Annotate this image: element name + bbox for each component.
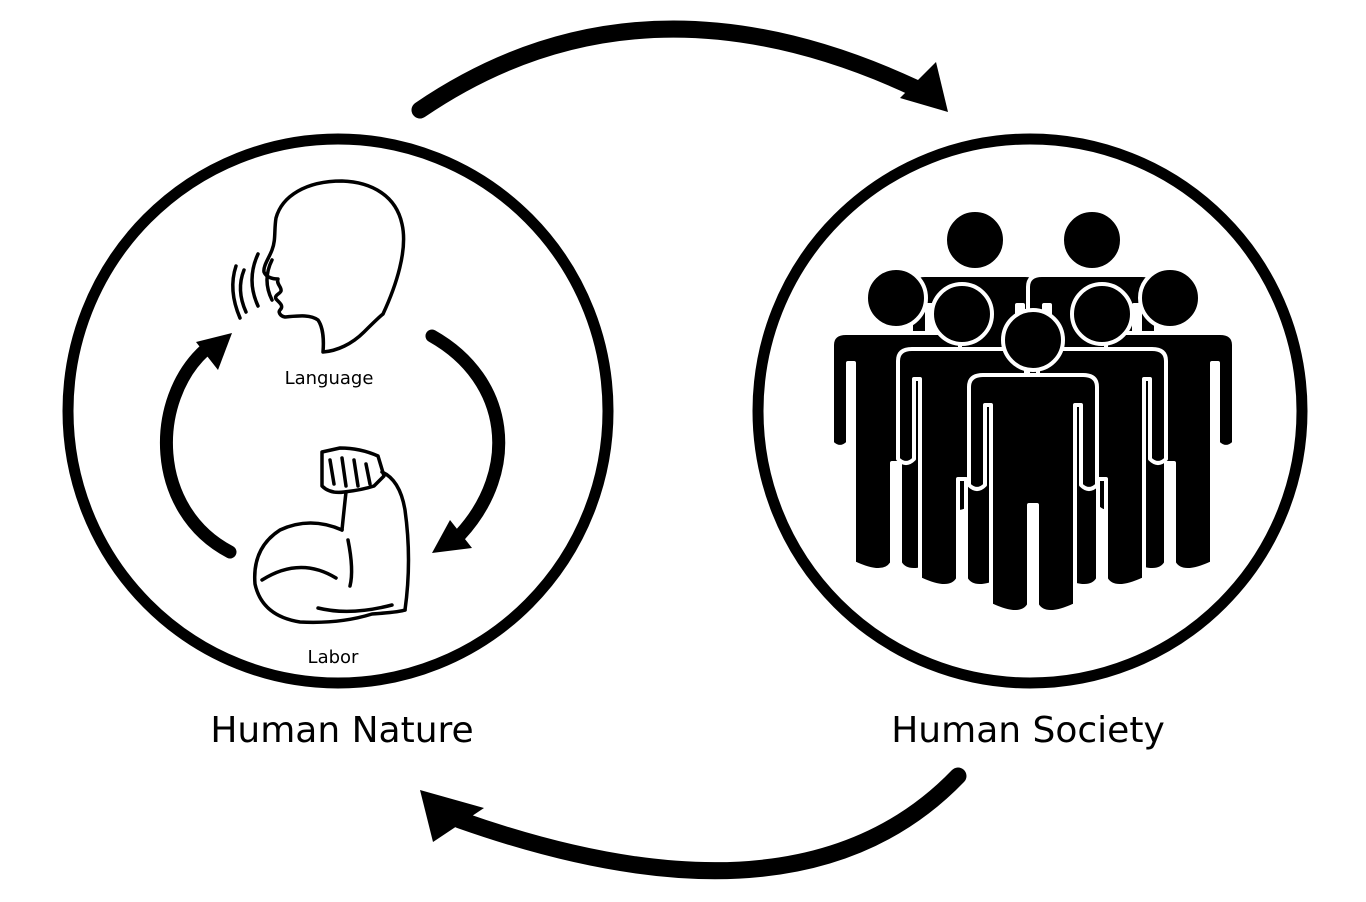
language-label: Language [285, 368, 374, 389]
arrow-nature-to-society [411, 20, 948, 119]
crowd-of-people-icon [830, 208, 1236, 614]
human-society-title: Human Society [891, 710, 1165, 751]
human-society-node [752, 133, 1308, 689]
speaking-head-icon [231, 179, 406, 354]
human-nature-circle [62, 133, 614, 689]
human-society-circle [752, 133, 1308, 689]
human-nature-node: Language Labor [62, 133, 614, 689]
labor-label: Labor [308, 647, 359, 668]
cycle-arrow-down [425, 329, 506, 553]
flexed-arm-icon [252, 446, 411, 625]
cycle-arrow-up [159, 333, 237, 559]
human-nature-title: Human Nature [210, 710, 473, 751]
person-figure [967, 308, 1099, 614]
arrow-society-to-nature [420, 767, 967, 880]
